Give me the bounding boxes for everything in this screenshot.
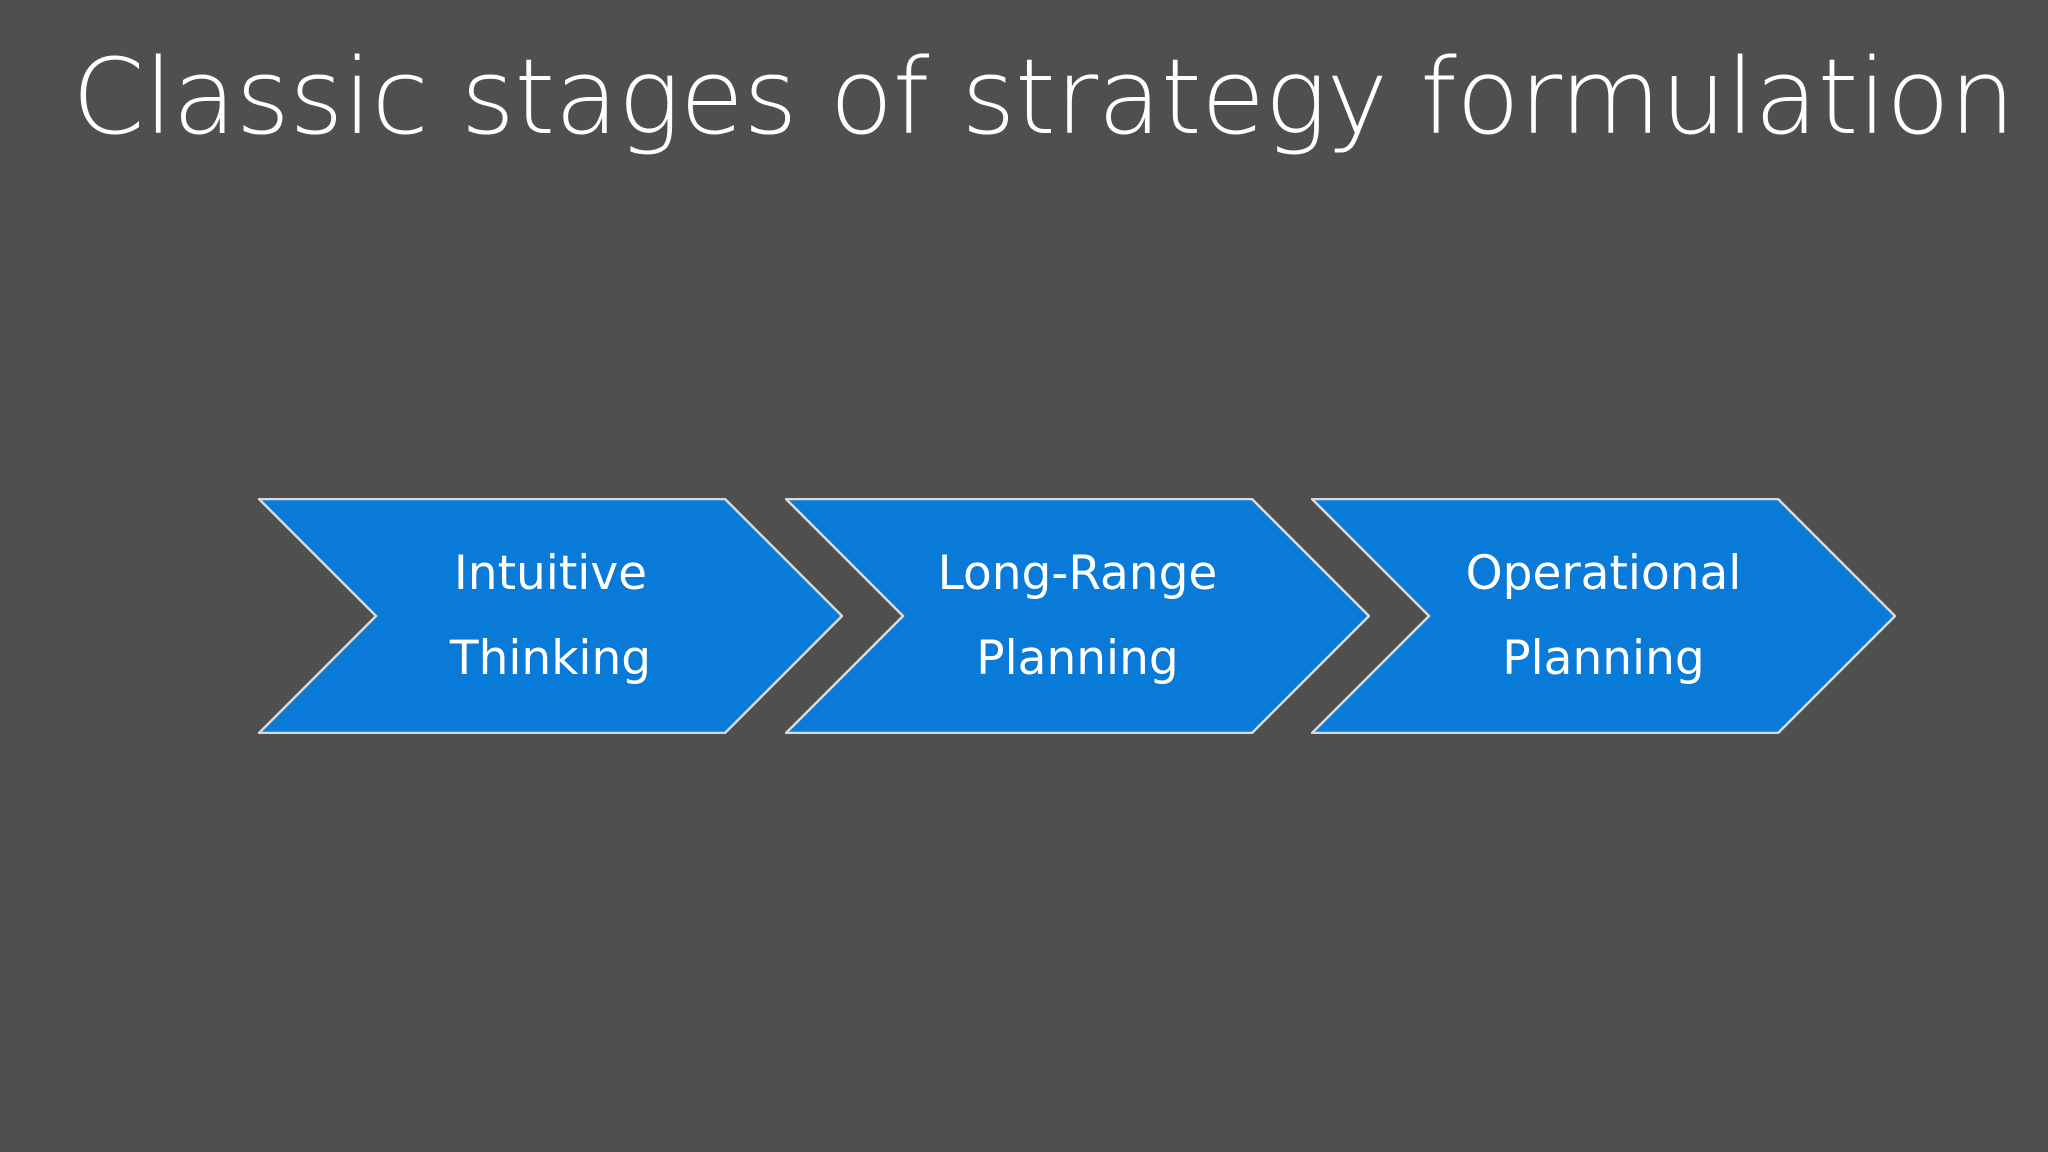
chevron-shape-icon xyxy=(258,498,843,734)
process-step-2-line2: Planning xyxy=(976,631,1179,686)
process-step-1-label: Intuitive Thinking xyxy=(376,498,725,734)
chevron-shape-icon xyxy=(1311,498,1896,734)
process-step-3-label: Operational Planning xyxy=(1429,498,1778,734)
chevron-shape-icon xyxy=(785,498,1370,734)
process-step-1-line1: Intuitive xyxy=(453,546,648,601)
process-step-3-line2: Planning xyxy=(1502,631,1705,686)
process-step-1[interactable]: Intuitive Thinking xyxy=(258,498,843,734)
process-step-1-line2: Thinking xyxy=(449,631,652,686)
process-step-3[interactable]: Operational Planning xyxy=(1311,498,1896,734)
process-step-3-line1: Operational xyxy=(1465,546,1742,601)
process-step-2-label: Long-Range Planning xyxy=(903,498,1252,734)
page-title: Classic stages of strategy formulation xyxy=(72,36,2015,158)
process-step-2[interactable]: Long-Range Planning xyxy=(785,498,1370,734)
process-step-2-line1: Long-Range xyxy=(937,546,1218,601)
